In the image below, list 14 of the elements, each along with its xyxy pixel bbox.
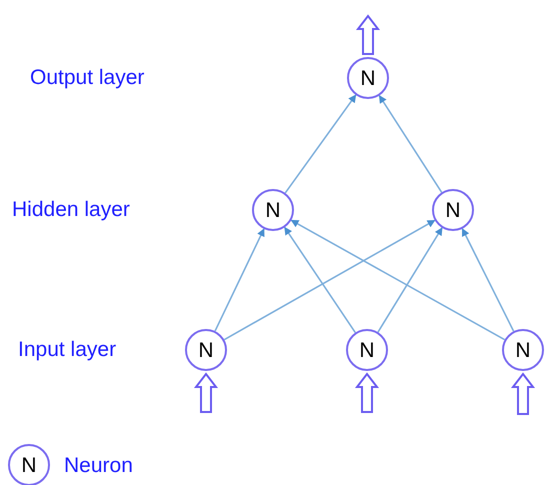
arrow xyxy=(378,94,442,193)
layer-label: Output layer xyxy=(30,67,144,88)
hollow-arrow xyxy=(194,372,218,413)
arrow xyxy=(284,94,356,194)
layer-label: Input layer xyxy=(18,339,116,360)
legend-text: Neuron xyxy=(64,454,133,476)
layer-label: Hidden layer xyxy=(12,199,130,220)
arrow xyxy=(224,220,436,340)
arrow xyxy=(377,227,443,333)
hollow-arrow xyxy=(356,14,380,55)
arrow xyxy=(284,226,356,334)
hollow-arrow xyxy=(354,372,380,413)
hollow-arrow xyxy=(510,372,536,415)
arrow xyxy=(290,220,506,340)
